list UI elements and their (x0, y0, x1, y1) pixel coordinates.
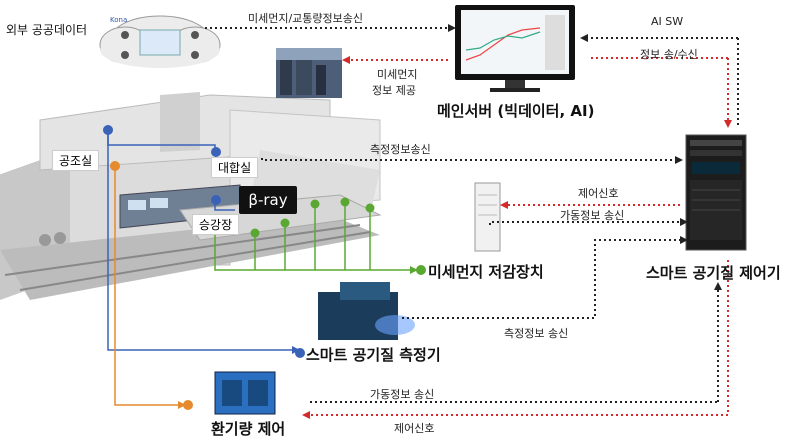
meter-dot (295, 348, 305, 358)
label-lobby: 대합실 (211, 157, 259, 178)
meter-device-icon (318, 282, 415, 340)
label-measure-send-top: 측정정보송신 (370, 143, 431, 156)
label-reducer: 미세먼지 저감장치 (428, 263, 544, 281)
cloud-icon: Kona (99, 15, 221, 68)
green-lines (214, 203, 410, 271)
label-platform: 승강장 (192, 214, 240, 235)
reducer-dot (416, 265, 426, 275)
label-beta-ray: β-ray (239, 186, 297, 214)
sensor-dot (211, 195, 221, 205)
label-ac-room: 공조실 (52, 150, 100, 171)
monitor-icon (455, 5, 575, 92)
label-operation-send-bottom: 가동정보 송신 (370, 388, 435, 401)
label-external: 외부 공공데이터 (6, 23, 88, 37)
dotted-flows (205, 27, 739, 403)
label-operation-send-mid: 가동정보 송신 (560, 209, 625, 222)
label-ai-sw: AI SW (651, 15, 684, 28)
red-flows (310, 57, 729, 416)
flow-operation-reducer (489, 221, 680, 225)
label-flow-traffic: 미세먼지/교통량정보송신 (248, 12, 364, 25)
label-dust-info-2: 정보 제공 (372, 84, 416, 97)
flow-measure-bottom (402, 239, 680, 319)
label-measure-send-bottom: 측정정보 송신 (504, 327, 569, 340)
svg-text:Kona: Kona (110, 16, 127, 24)
label-control-signal-bottom: 제어신호 (394, 422, 435, 435)
orange-lines (114, 168, 178, 406)
label-send-recv: 정보 송/수신 (640, 48, 698, 61)
label-control-signal-mid: 제어신호 (578, 187, 619, 200)
ventilation-dot (183, 400, 193, 410)
station-illustration (0, 92, 382, 300)
sensor-dot (103, 125, 113, 135)
label-controller: 스마트 공기질 제어기 (646, 264, 781, 282)
label-ventilation: 환기량 제어 (211, 420, 286, 438)
flow-measure-to-controller (261, 158, 675, 161)
sensor-dot (211, 147, 221, 157)
reducer-cabinet-icon (474, 182, 501, 252)
server-rack-icon (685, 134, 747, 251)
ventilation-unit-icon (214, 371, 276, 415)
label-meter: 스마트 공기질 측정기 (306, 346, 441, 364)
label-dust-info-1: 미세먼지 (377, 68, 418, 81)
city-photo (276, 48, 342, 98)
label-main-server: 메인서버 (빅데이터, AI) (437, 102, 595, 120)
